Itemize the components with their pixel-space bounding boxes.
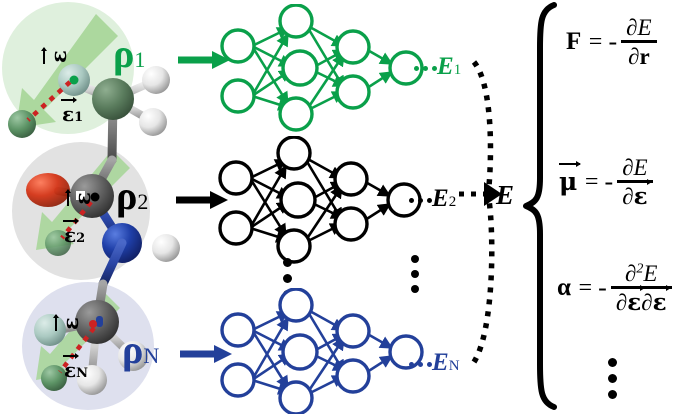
- equation-force-lhs: F: [566, 28, 582, 56]
- epsilon-glyph-field-3: ε: [58, 317, 83, 330]
- equation-polarizability: α = - ∂2E ∂ε∂ε: [557, 262, 672, 314]
- rho-glyph-2: ρ: [116, 173, 138, 218]
- input-arrow-1: [178, 51, 230, 69]
- epsilon-glyph-2: ε: [62, 218, 80, 247]
- energy-label-2: E2: [432, 186, 456, 211]
- energy-subscript-1: 1: [453, 62, 462, 78]
- input-arrow-3: [180, 345, 232, 363]
- density-label-1: ρ1: [113, 34, 145, 74]
- network-1-output-dots: [414, 66, 437, 71]
- energy-subscript-2: 2: [448, 194, 457, 210]
- equation-dipole-equals: =: [583, 168, 600, 195]
- field-connector-1: [26, 80, 72, 122]
- field-vector-label-1: ε: [46, 50, 71, 63]
- mu-vector-glyph: μ: [559, 161, 582, 197]
- equation-polarizability-sign: -: [598, 273, 607, 303]
- equation-force: F = - ∂E ∂r: [566, 16, 657, 68]
- equation-polarizability-numerator: ∂2E: [624, 261, 658, 286]
- equation-force-fraction: ∂E ∂r: [621, 15, 657, 69]
- point-charge-label-3: εN: [62, 353, 89, 382]
- network-N-output-dots: [409, 362, 432, 367]
- epsilon-glyph-1: ε: [60, 97, 78, 126]
- total-energy-arrowhead: [484, 182, 502, 206]
- equation-force-equals: =: [587, 28, 604, 55]
- density-label-3: ρN: [122, 330, 159, 370]
- equation-dipole-fraction: ∂E ∂ε: [617, 155, 653, 210]
- epsilon-glyph-3: ε: [62, 353, 80, 382]
- point-charge-label-1: ε1: [60, 97, 84, 126]
- rho-glyph-3: ρ: [122, 327, 144, 372]
- fraction-bar: [621, 40, 657, 43]
- energy-glyph-1: E: [437, 53, 454, 80]
- epsilon-vector-glyph-d1: ε: [633, 178, 652, 210]
- rho-subscript-2: 2: [137, 189, 149, 214]
- rho-subscript-1: 1: [134, 47, 146, 72]
- field-vector-label-3: ε: [58, 317, 83, 330]
- energy-glyph-N: E: [432, 349, 449, 376]
- energy-label-N: EN: [432, 350, 460, 375]
- equation-force-sign: -: [608, 27, 618, 57]
- field-connector-3: [58, 326, 96, 374]
- epsilon-glyph-field-2: ε: [70, 192, 95, 205]
- equation-dipole-sign: -: [604, 167, 614, 197]
- rho-glyph-1: ρ: [113, 31, 135, 76]
- epsilon-vector-glyph-d2: ε: [627, 284, 646, 316]
- total-energy-label: E: [496, 182, 514, 209]
- equation-force-numerator: ∂E: [626, 15, 652, 40]
- equation-polarizability-denominator: ∂ε∂ε: [615, 284, 671, 316]
- equation-dipole-lhs: μ: [559, 161, 582, 197]
- rho-subscript-3: N: [143, 343, 160, 368]
- equation-polarizability-equals: =: [576, 274, 594, 301]
- equation-polarizability-fraction: ∂2E ∂ε∂ε: [610, 261, 672, 316]
- neural-network-1: [220, 4, 424, 132]
- neural-network-N: [220, 288, 424, 414]
- epsilon-vector-glyph-d3: ε: [652, 284, 671, 316]
- epsilon-subscript-2: 2: [76, 231, 86, 246]
- epsilon-subscript-1: 1: [74, 110, 84, 125]
- epsilon-glyph-field-1: ε: [46, 50, 71, 63]
- epsilon-subscript-3: N: [76, 366, 89, 381]
- energy-subscript-N: N: [448, 358, 460, 374]
- energies-vertical-ellipsis: [411, 255, 419, 293]
- energy-summation-connectors: [459, 60, 502, 364]
- input-arrow-2: [176, 191, 228, 209]
- equation-dipole-numerator: ∂E: [622, 155, 648, 180]
- equation-force-denominator: ∂r: [628, 43, 650, 69]
- network-2-output-dots: [409, 198, 432, 203]
- equation-dipole: μ = - ∂E ∂ε: [559, 156, 653, 208]
- field-vector-label-2: ε: [70, 192, 95, 205]
- point-charge-label-2: ε2: [62, 218, 86, 247]
- equation-polarizability-lhs: α: [557, 274, 571, 302]
- equation-dipole-denominator: ∂ε: [622, 178, 652, 210]
- right-curly-brace: [523, 2, 557, 410]
- density-label-2: ρ2: [116, 176, 148, 216]
- energy-glyph-2: E: [432, 185, 449, 212]
- equations-vertical-ellipsis: [608, 358, 617, 399]
- neural-network-2: [218, 136, 422, 264]
- energy-label-1: E1: [437, 54, 461, 79]
- total-energy-glyph: E: [496, 180, 515, 210]
